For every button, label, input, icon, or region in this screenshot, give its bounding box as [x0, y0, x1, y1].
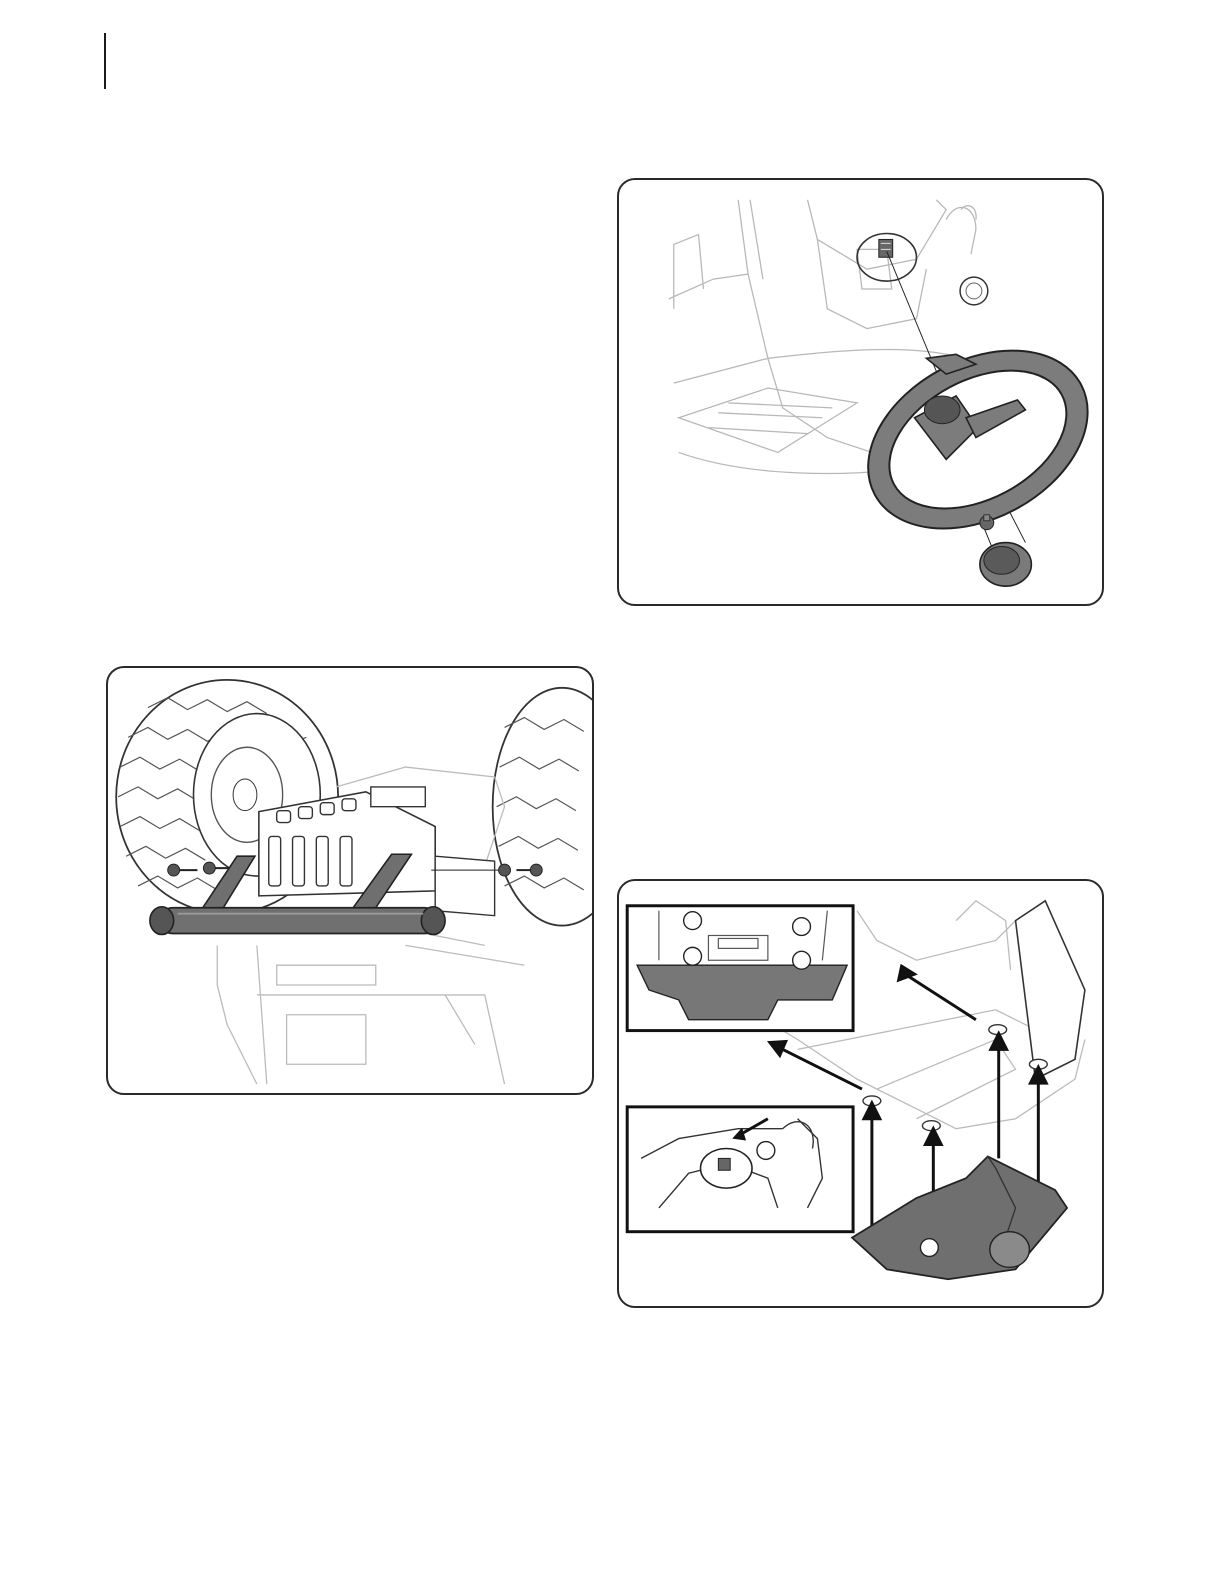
dash-shroud — [1016, 901, 1085, 1079]
steering-wheel-illustration — [619, 180, 1102, 604]
dash-panel-illustration — [619, 881, 1102, 1306]
inset-top-panel — [627, 906, 853, 1031]
callout-circle-icon — [757, 1142, 775, 1160]
column-spline-icon — [879, 239, 893, 257]
bumper-tube-icon — [150, 907, 445, 935]
figure-steering-wheel — [617, 178, 1104, 606]
throttle-knob-icon — [960, 277, 988, 305]
mount-holes — [863, 1025, 1047, 1131]
wheel-cap-icon — [980, 543, 1032, 587]
front-bumper-illustration — [108, 668, 592, 1093]
page-margin-rule — [104, 33, 106, 89]
callout-circle-icon — [920, 1239, 938, 1257]
inset-bottom-column — [627, 1107, 853, 1232]
figure-front-bumper — [106, 666, 594, 1095]
steering-wheel-icon — [837, 315, 1102, 565]
figure-dash-panel — [617, 879, 1104, 1308]
right-tire-icon — [493, 688, 592, 926]
dash-panel-part-icon — [852, 1156, 1067, 1279]
